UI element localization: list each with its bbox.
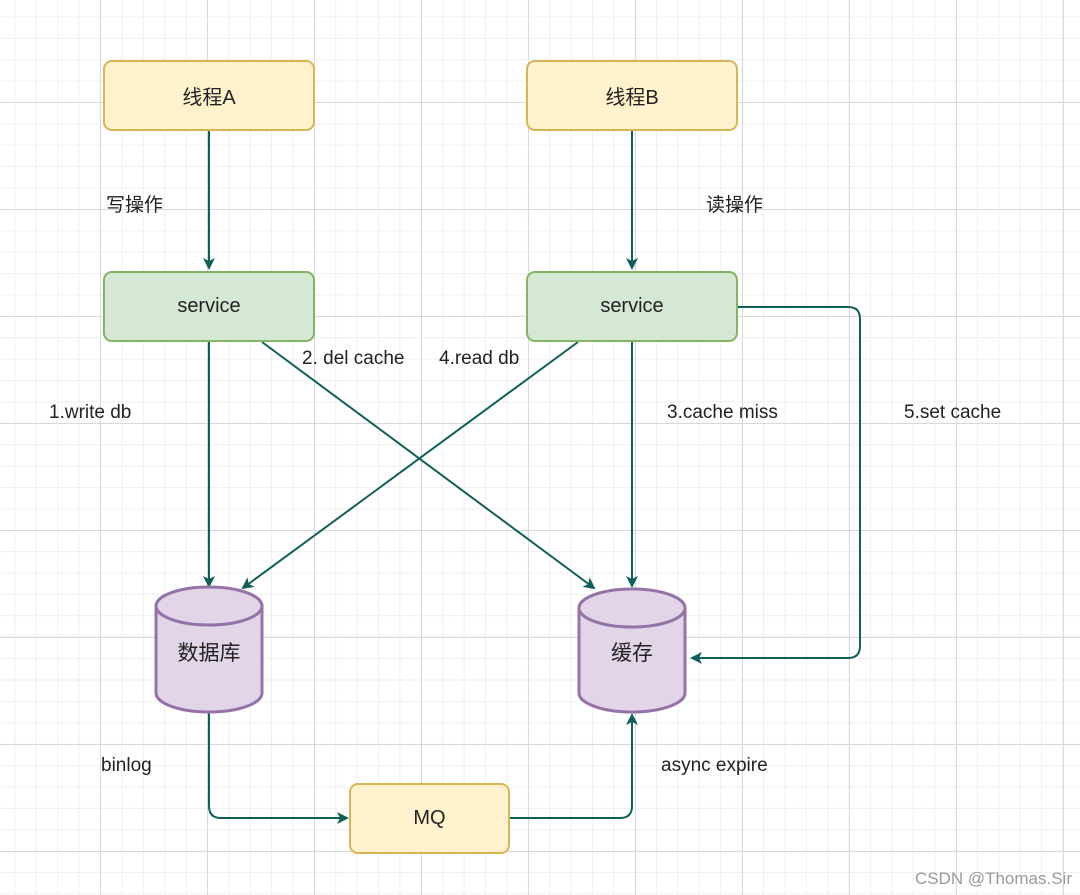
service-a-node: service: [103, 271, 315, 342]
edge-set-cache: [690, 306, 861, 664]
read-db-label: 4.read db: [439, 348, 520, 369]
set-cache-label: 5.set cache: [904, 402, 1002, 423]
thread-b-node: 线程B: [526, 60, 738, 131]
edge-binlog: [208, 712, 349, 824]
thread-a-node: 线程A: [103, 60, 315, 131]
cache-miss-label: 3.cache miss: [667, 402, 778, 423]
cache-cylinder: [577, 587, 687, 714]
async-expire-label: async expire: [661, 755, 768, 776]
database-cylinder: [154, 585, 264, 714]
watermark: CSDN @Thomas.Sir: [914, 869, 1072, 888]
service-b-node: service: [526, 271, 738, 342]
edge-read-db: [241, 341, 579, 590]
write-op-label: 写操作: [106, 195, 164, 216]
database-label: 数据库: [177, 642, 241, 665]
edge-async-expire: [510, 713, 638, 819]
cache-label: 缓存: [611, 642, 653, 665]
write-db-label: 1.write db: [49, 402, 132, 423]
read-op-label: 读操作: [706, 195, 764, 216]
mq-node: MQ: [349, 783, 510, 854]
binlog-label: binlog: [101, 755, 152, 776]
del-cache-label: 2. del cache: [302, 348, 405, 369]
edge-del-cache: [261, 341, 596, 590]
